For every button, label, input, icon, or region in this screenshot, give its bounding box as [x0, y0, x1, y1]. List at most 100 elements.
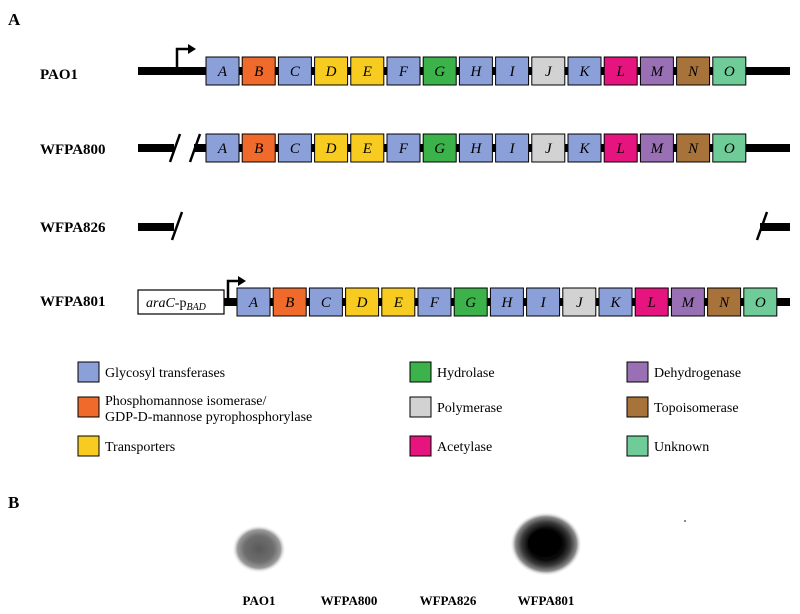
pao1-gene-n — [676, 56, 711, 86]
pao1-gene-a — [205, 56, 240, 86]
wfpa800-gene-label-l: L — [616, 141, 625, 157]
pao1-gene-label-c: C — [290, 64, 301, 80]
panel-a-label: A — [8, 10, 21, 29]
strain-name-wfpa801: WFPA801 — [40, 294, 106, 310]
legend-swatch-polymerase — [409, 396, 432, 418]
pao1-gene-label-d: D — [325, 64, 337, 80]
pao1-gene-b — [241, 56, 276, 86]
wfpa801-gene-label-h: H — [500, 295, 513, 311]
wfpa800-gene-f — [386, 133, 421, 163]
wfpa801-gene-label-k: K — [609, 295, 621, 311]
wfpa801-gene-label-c: C — [321, 295, 332, 311]
legend-label-glycosyl: Glycosyl transferases — [105, 366, 225, 381]
wfpa801-gene-m — [670, 287, 705, 317]
break-mark-icon — [188, 133, 202, 163]
wfpa800-gene-n — [676, 133, 711, 163]
legend-swatch-topoisomerase — [626, 396, 649, 418]
wfpa801-gene-label-l: L — [647, 295, 656, 311]
legend-label-unknown: Unknown — [654, 440, 709, 455]
promoter-arrow-icon — [226, 279, 240, 298]
pao1-gene-o — [712, 56, 747, 86]
legend-label-topoisomerase: Topoisomerase — [654, 401, 739, 416]
wfpa800-gene-l — [603, 133, 638, 163]
blot-speck — [684, 520, 686, 522]
wfpa800-gene-o — [712, 133, 747, 163]
legend-swatch-hydrolase — [409, 361, 432, 383]
pao1-gene-e — [350, 56, 385, 86]
wfpa801-gene-k — [598, 287, 633, 317]
wfpa801-gene-b — [272, 287, 307, 317]
legend-label-hydrolase: Hydrolase — [437, 366, 495, 381]
spot-wfpa801-core — [528, 529, 562, 557]
wfpa800-gene-label-a: A — [217, 141, 228, 157]
wfpa801-gene-label-m: M — [681, 295, 696, 311]
sample-label-wfpa800: WFPA800 — [321, 593, 378, 608]
arrowhead-icon — [188, 44, 196, 54]
legend-swatch-acetylase — [409, 435, 432, 457]
wfpa801-gene-f — [417, 287, 452, 317]
sample-label-pao1: PAO1 — [243, 593, 276, 608]
wfpa800-gene-label-m: M — [650, 141, 665, 157]
pao1-gene-label-n: N — [687, 64, 699, 80]
wfpa800-gene-label-g: G — [434, 141, 445, 157]
pao1-gene-d — [314, 56, 349, 86]
legend-label-polymerase: Polymerase — [437, 401, 502, 416]
wfpa800-gene-j — [531, 133, 566, 163]
pao1-gene-label-f: F — [398, 64, 409, 80]
wfpa800-gene-b — [241, 133, 276, 163]
dna-backbone-left — [138, 223, 174, 231]
pao1-gene-label-k: K — [578, 64, 590, 80]
pao1-gene-k — [567, 56, 602, 86]
wfpa800-gene-d — [314, 133, 349, 163]
break-mark-icon — [755, 211, 769, 241]
pao1-gene-label-g: G — [434, 64, 445, 80]
dna-backbone-left — [138, 144, 174, 152]
wfpa800-gene-label-f: F — [398, 141, 409, 157]
wfpa801-gene-label-g: G — [465, 295, 476, 311]
wfpa801-gene-c — [308, 287, 343, 317]
wfpa800-gene-label-b: B — [254, 141, 263, 157]
wfpa801-gene-n — [707, 287, 742, 317]
wfpa801-gene-h — [489, 287, 524, 317]
wfpa801-gene-label-j: J — [576, 295, 584, 311]
wfpa801-gene-a — [236, 287, 271, 317]
operon-wfpa826 — [138, 211, 790, 241]
wfpa800-gene-label-j: J — [545, 141, 553, 157]
break-mark-icon — [170, 211, 184, 241]
pao1-gene-label-b: B — [254, 64, 263, 80]
pao1-gene-h — [458, 56, 493, 86]
pao1-gene-l — [603, 56, 638, 86]
wfpa801-gene-label-e: E — [393, 295, 403, 311]
wfpa801-gene-i — [526, 287, 561, 317]
legend-swatch-dehydrogenase — [626, 361, 649, 383]
legend-swatch-unknown — [626, 435, 649, 457]
strain-name-pao1: PAO1 — [40, 67, 78, 83]
pao1-gene-m — [639, 56, 674, 86]
promoter-label: araC-pBAD — [146, 296, 207, 313]
legend-swatch-isomerase — [77, 396, 100, 418]
wfpa800-gene-label-e: E — [362, 141, 372, 157]
pao1-gene-label-e: E — [362, 64, 372, 80]
wfpa800-gene-c — [277, 133, 312, 163]
break-mark-icon — [168, 133, 182, 163]
wfpa800-gene-label-i: I — [509, 141, 516, 157]
pao1-gene-label-m: M — [650, 64, 665, 80]
wfpa800-gene-g — [422, 133, 457, 163]
wfpa801-gene-d — [345, 287, 380, 317]
pao1-gene-f — [386, 56, 421, 86]
wfpa800-gene-label-h: H — [469, 141, 482, 157]
pao1-gene-label-l: L — [616, 64, 625, 80]
legend-label-isomerase: Phosphomannose isomerase/GDP-D-mannose p… — [105, 394, 312, 425]
wfpa801-gene-label-o: O — [755, 295, 766, 311]
wfpa800-gene-label-k: K — [578, 141, 590, 157]
wfpa801-gene-label-n: N — [718, 295, 730, 311]
promoter-arrow-icon — [175, 47, 190, 67]
wfpa801-gene-o — [743, 287, 778, 317]
wfpa800-gene-h — [458, 133, 493, 163]
pao1-gene-j — [531, 56, 566, 86]
wfpa800-gene-a — [205, 133, 240, 163]
sample-label-wfpa801: WFPA801 — [518, 593, 575, 608]
